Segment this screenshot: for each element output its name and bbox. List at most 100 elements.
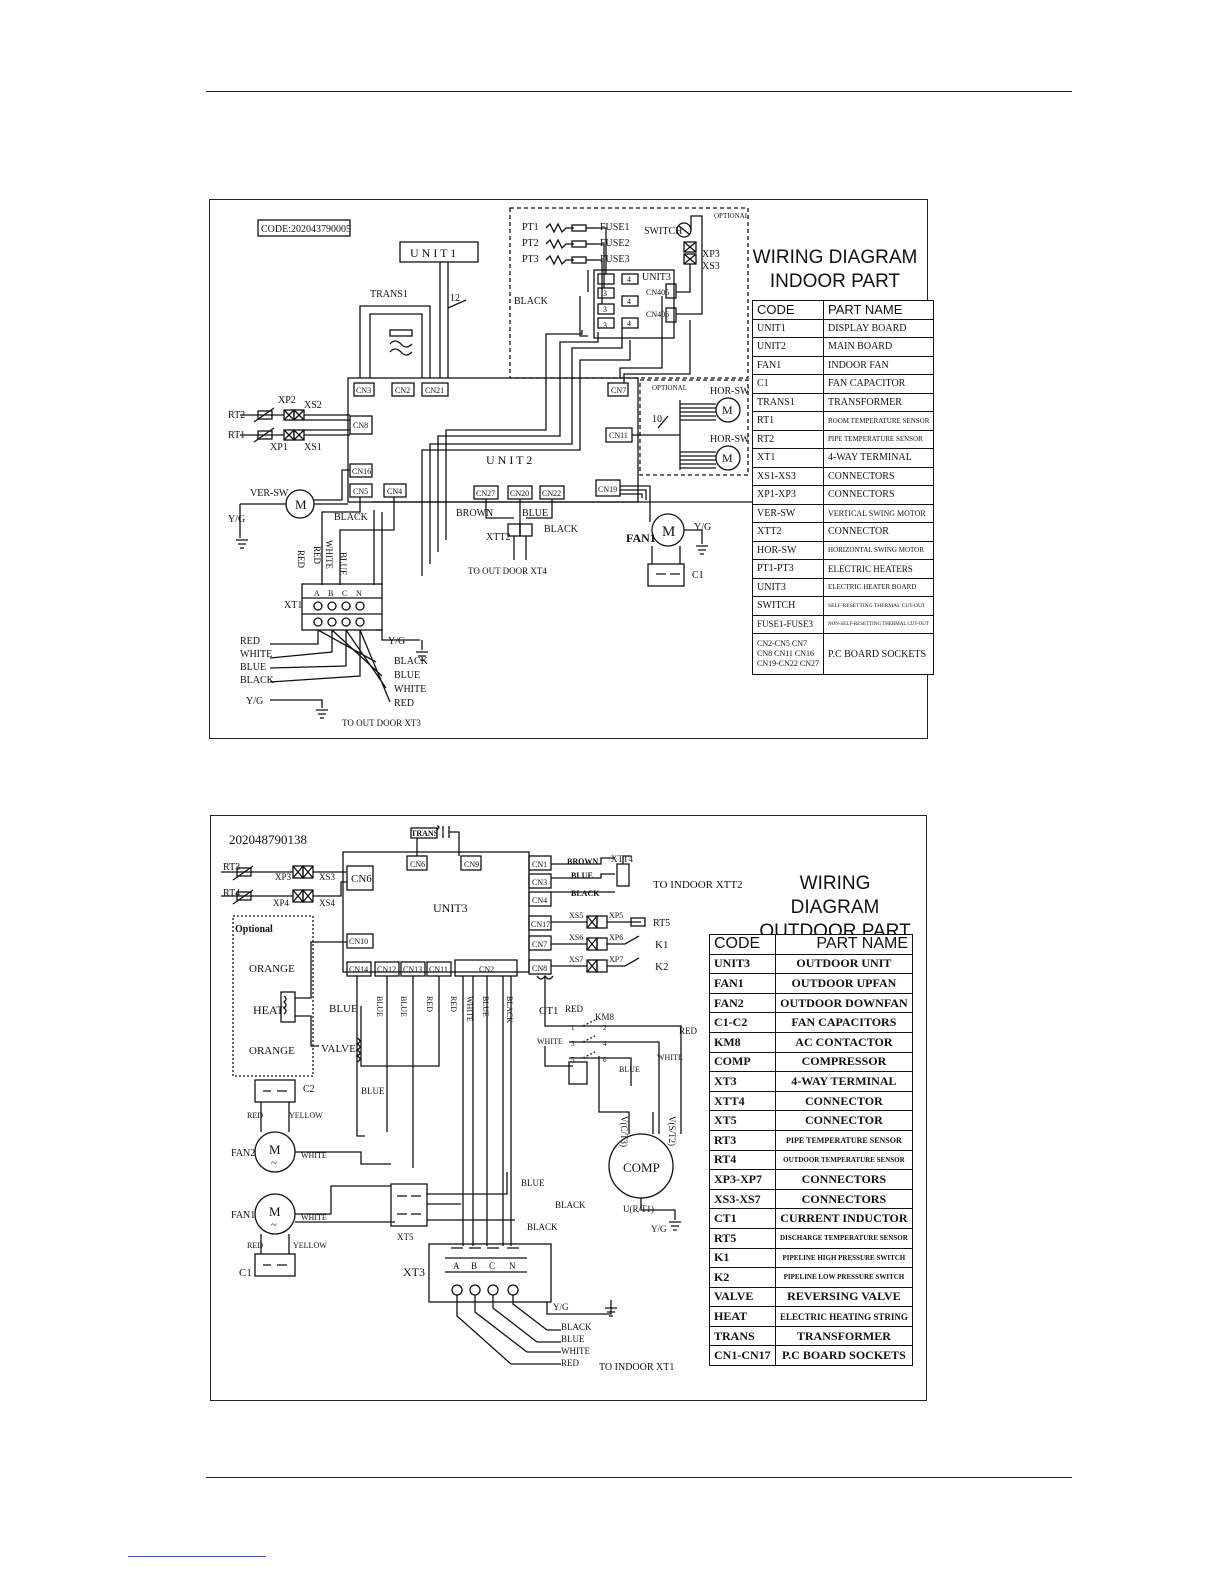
urt1-label: U(R/T1) — [623, 1204, 654, 1214]
pin-4c-label: 4 — [627, 319, 631, 328]
xs6-label: XS6 — [569, 933, 583, 942]
outdoor-schematic: 202048790138 TRANS CN6 CN9 CN6 UNIT3 CN1… — [221, 825, 743, 1373]
km8-pin-2: 2 — [603, 1024, 607, 1032]
indoor-schematic: CODE:202043790005 U N I T 1 TRANS1 12 PT… — [228, 207, 770, 728]
c2-label: C2 — [303, 1084, 315, 1095]
km8-pin-6: 6 — [603, 1056, 607, 1064]
cn8-label: CN8 — [532, 964, 547, 973]
to-indoor-xtt2-label: TO INDOOR XTT2 — [653, 879, 743, 891]
cn5-label: CN5 — [353, 487, 368, 496]
horsw-bottom-motor: M — [722, 451, 733, 465]
unit1-box — [399, 241, 479, 263]
xs3-label: XS3 — [702, 261, 720, 272]
cn7-label: CN7 — [532, 940, 547, 949]
blue-out-label: BLUE — [561, 1334, 585, 1344]
rt5-label: RT5 — [653, 918, 670, 929]
fan1-tilde: ~ — [271, 1219, 277, 1231]
cn1-label: CN1 — [532, 860, 547, 869]
to-outdoor-xt4-label: TO OUT DOOR XT4 — [468, 566, 547, 576]
cn405-label: CN405 — [646, 288, 669, 297]
yg-fan1-label: Y/G — [694, 522, 711, 533]
comp-label: COMP — [623, 1160, 660, 1175]
white-left-label: WHITE — [240, 649, 272, 660]
xt5-label: XT5 — [397, 1232, 414, 1242]
xt3-terminal — [428, 1243, 552, 1303]
white-right-label: WHITE — [657, 1053, 683, 1062]
outdoor-title-line1: WIRING DIAGRAM — [790, 873, 880, 918]
cn406-label: CN406 — [646, 310, 669, 319]
heat-label: HEAT — [253, 1003, 284, 1017]
red-vert2-label: RED — [312, 546, 322, 565]
xp7-label: XP7 — [609, 955, 623, 964]
cn11-label: CN11 — [609, 431, 628, 440]
terminal-b: B — [471, 1261, 477, 1271]
cn4-label: CN4 — [387, 487, 402, 496]
red-fan2-label: RED — [247, 1111, 263, 1120]
pt1-label: PT1 — [522, 222, 539, 233]
cn6-top-label: CN6 — [410, 860, 425, 869]
blue-valve-label: BLUE — [329, 1003, 358, 1015]
indoor-table-header: CODE PART NAME — [751, 300, 935, 320]
cn21-label: CN21 — [425, 386, 444, 395]
km8-pin-5: 5 — [571, 1056, 575, 1064]
fan1-motor: M — [269, 1204, 281, 1219]
to-indoor-xt1-label: TO INDOOR XT1 — [599, 1362, 674, 1373]
terminal-c: C — [489, 1261, 495, 1271]
heater-optional-area — [509, 207, 749, 379]
xs4-label: XS4 — [319, 898, 336, 908]
optional-label: Optional — [235, 924, 273, 935]
fan1-label: FAN1 — [626, 531, 656, 545]
orange-bottom-label: ORANGE — [249, 1045, 295, 1057]
terminal-n: N — [356, 589, 362, 598]
fuse2-label: FUSE2 — [600, 238, 629, 249]
fuse3-label: FUSE3 — [600, 254, 629, 265]
km8-label: KM8 — [595, 1012, 615, 1022]
vst2-label: V(S/T2) — [667, 1116, 677, 1146]
fan2-motor: M — [269, 1142, 281, 1157]
xp2-label: XP2 — [278, 395, 296, 406]
cn6-label: CN6 — [351, 873, 372, 885]
vct3-label: V(C/T3) — [619, 1116, 629, 1147]
red-left-label: RED — [240, 636, 260, 647]
k1-label: K1 — [655, 939, 668, 951]
indoor-code-box — [257, 219, 351, 237]
indoor-header-code: CODE — [751, 300, 825, 320]
fan2-label: FAN2 — [231, 1148, 255, 1159]
optional-horsw-label: OPTIONAL — [652, 384, 687, 392]
unit3-label: UNIT3 — [433, 901, 468, 915]
switch-label: SWITCH — [644, 226, 682, 237]
cn19-label: CN19 — [598, 485, 617, 494]
blue-xtt4-label: BLUE — [571, 871, 593, 880]
pt3-label: PT3 — [522, 254, 539, 265]
white-vert-label: WHITE — [324, 540, 334, 569]
valve-label: VALVE — [321, 1043, 356, 1055]
cn11-label: CN11 — [429, 965, 448, 974]
blue-valve-bottom-label: BLUE — [361, 1086, 385, 1096]
terminal-a: A — [453, 1261, 460, 1271]
fan1-motor: M — [662, 524, 675, 540]
brown-label: BROWN — [567, 857, 598, 866]
unit3-label: UNIT3 — [642, 272, 671, 283]
xp3-label: XP3 — [702, 249, 720, 260]
red-cn11-label: RED — [425, 996, 434, 1012]
xp1-label: XP1 — [270, 442, 288, 453]
yellow-fan1-label: YELLOW — [293, 1241, 327, 1250]
header-rule — [206, 91, 1072, 92]
trans-label: TRANS — [411, 829, 439, 838]
xt1-label: XT1 — [284, 600, 302, 611]
